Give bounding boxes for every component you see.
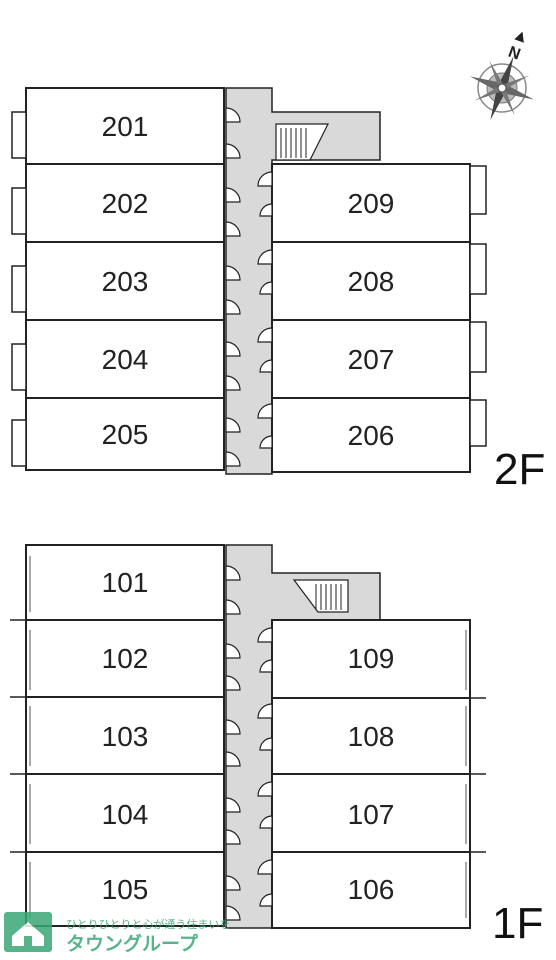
brand-logo-icon [4, 912, 52, 952]
room-101[interactable]: 101 [25, 544, 225, 621]
room-number: 209 [348, 188, 395, 219]
room-204[interactable]: 204 [25, 319, 225, 399]
room-number: 101 [102, 567, 149, 598]
brand-tagline: ひとりひとりと心が通う住まいを [66, 917, 230, 931]
room-203[interactable]: 203 [25, 241, 225, 321]
room-108[interactable]: 108 [271, 697, 471, 775]
room-number: 105 [102, 874, 149, 905]
room-105[interactable]: 105 [25, 851, 225, 927]
wall-tick [10, 619, 486, 853]
room-number: 206 [348, 420, 395, 451]
room-number: 108 [348, 721, 395, 752]
room-number: 202 [102, 188, 149, 219]
room-106[interactable]: 106 [271, 851, 471, 929]
balcony [11, 111, 487, 467]
room-107[interactable]: 107 [271, 773, 471, 853]
room-number: 205 [102, 419, 149, 450]
compass-north-label: N [506, 44, 523, 64]
room-number: 208 [348, 266, 395, 297]
room-104[interactable]: 104 [25, 773, 225, 853]
room-number: 201 [102, 111, 149, 142]
brand-name: タウングループ [66, 932, 199, 955]
room-109[interactable]: 109 [271, 619, 471, 699]
room-number: 207 [348, 344, 395, 375]
room-103[interactable]: 103 [25, 696, 225, 775]
room-number: 106 [348, 874, 395, 905]
room-number: 204 [102, 344, 149, 375]
room-207[interactable]: 207 [271, 319, 471, 399]
room-209[interactable]: 209 [271, 163, 471, 243]
room-206[interactable]: 206 [271, 397, 471, 473]
room-201[interactable]: 201 [25, 87, 225, 165]
compass-icon: N [470, 31, 534, 120]
door-icon [225, 565, 273, 921]
room-number: 109 [348, 643, 395, 674]
door-icon [225, 107, 273, 467]
room-number: 104 [102, 799, 149, 830]
room-102[interactable]: 102 [25, 619, 225, 698]
floor-1f: 101 102 103 104 105 109 108 107 [10, 544, 543, 948]
room-number: 107 [348, 799, 395, 830]
room-208[interactable]: 208 [271, 241, 471, 321]
room-205[interactable]: 205 [25, 397, 225, 471]
staircase-icon [292, 579, 349, 613]
staircase-icon [275, 123, 329, 161]
room-number: 103 [102, 721, 149, 752]
floor-label-2f: 2F [494, 445, 545, 494]
room-202[interactable]: 202 [25, 163, 225, 243]
room-number: 102 [102, 643, 149, 674]
room-number: 203 [102, 266, 149, 297]
brand-watermark: ひとりひとりと心が通う住まいを タウングループ [4, 912, 230, 955]
floor-2f: 201 202 203 204 205 209 208 207 [11, 87, 545, 494]
floor-label-1f: 1F [492, 899, 543, 948]
window-line [29, 556, 467, 918]
